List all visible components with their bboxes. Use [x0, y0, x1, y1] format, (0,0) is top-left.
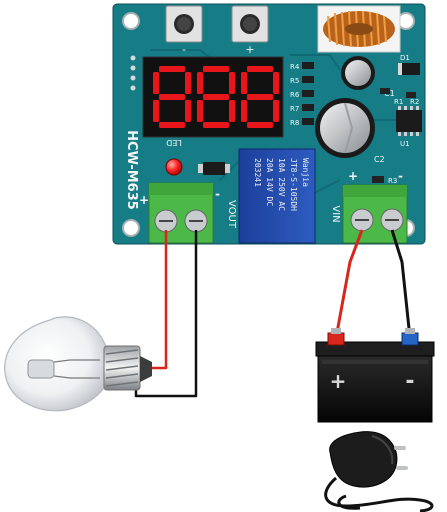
- car-battery: + -: [315, 328, 435, 423]
- relay-rating-ac: 10A 250V AC: [277, 158, 286, 211]
- large-electrolytic-capacitor: C2: [315, 98, 385, 164]
- battery-red-wire: [334, 229, 364, 339]
- segment-a: [247, 66, 273, 72]
- segment-c: [273, 100, 279, 122]
- segment-a: [203, 66, 229, 72]
- segment-b: [185, 72, 191, 94]
- vin-label: VIN: [330, 205, 341, 222]
- segment-f: [197, 72, 203, 94]
- segment-d: [203, 122, 229, 128]
- battery-plus-symbol: +: [330, 369, 347, 393]
- resistor-label: R7: [290, 105, 299, 113]
- adapter-prongs: [394, 446, 408, 470]
- battery-minus-symbol: -: [405, 369, 414, 394]
- smd-diode: D1: [398, 54, 420, 75]
- smd-resistor: [302, 76, 314, 83]
- segment-e: [197, 100, 203, 122]
- relay-rating-dc: 20A 14V DC: [265, 158, 274, 206]
- res-label-r3: R3: [388, 177, 397, 185]
- smd-resistors-right: R1 R2 R3: [372, 88, 419, 185]
- segment-f: [241, 72, 247, 94]
- vout-plus-label: +: [139, 193, 149, 207]
- smd-resistor: [302, 104, 314, 111]
- segment-d: [247, 122, 273, 128]
- resistor-label: R5: [290, 77, 299, 85]
- power-adapter: [324, 431, 434, 512]
- seven-segment-display: [142, 56, 284, 138]
- resistor-label: R6: [290, 91, 300, 99]
- vout-label: VOUT: [226, 200, 237, 229]
- battery-black-wire: [390, 229, 412, 339]
- vin-terminal-block: + - VIN: [330, 169, 408, 244]
- resistor-label: R4: [290, 63, 300, 71]
- mounting-hole: [122, 219, 140, 237]
- relay-code: 203241: [253, 158, 262, 187]
- adapter-cable: [324, 476, 434, 512]
- cap-label-c2: C2: [374, 155, 385, 164]
- mounting-hole: [122, 12, 140, 30]
- segment-b: [229, 72, 235, 94]
- vin-minus-label: -: [398, 169, 403, 183]
- smd-transistor: [198, 162, 230, 175]
- header-pins: [130, 55, 136, 91]
- smd-resistor: [302, 118, 314, 125]
- minus-button-label: -: [182, 43, 186, 56]
- display-digits: [153, 66, 279, 128]
- status-led: LED: [165, 138, 183, 176]
- res-label-r1: R1: [394, 98, 403, 106]
- segment-a: [159, 66, 185, 72]
- toroid-inductor: [317, 5, 401, 53]
- lamp-red-wire: [148, 230, 168, 370]
- minus-button[interactable]: -: [165, 5, 203, 56]
- plus-button-label: +: [245, 43, 254, 56]
- relay: Wanjia JT8-S-105DH 10A 250V AC 20A 14V D…: [238, 148, 316, 244]
- relay-brand: Wanjia: [301, 158, 310, 187]
- vin-plus-label: +: [348, 169, 358, 183]
- segment-g: [203, 94, 229, 100]
- res-label-r2: R2: [410, 98, 419, 106]
- resistor-label: R8: [290, 119, 299, 127]
- diode-label: D1: [400, 54, 410, 62]
- segment-e: [241, 100, 247, 122]
- segment-d: [159, 122, 185, 128]
- segment-c: [185, 100, 191, 122]
- board-model-label: HCW-M635: [124, 130, 139, 210]
- segment-f: [153, 72, 159, 94]
- battery-positive-terminal: [327, 328, 345, 346]
- segment-c: [229, 100, 235, 122]
- segment-b: [273, 72, 279, 94]
- segment-g: [159, 94, 185, 100]
- battery-negative-terminal: [401, 328, 419, 346]
- segment-e: [153, 100, 159, 122]
- light-bulb: [4, 316, 152, 412]
- led-label: LED: [166, 138, 182, 147]
- smd-ic: U1: [396, 106, 422, 148]
- segment-g: [247, 94, 273, 100]
- ic-label: U1: [400, 140, 410, 148]
- relay-model: JT8-S-105DH: [289, 158, 298, 211]
- vout-minus-label: -: [215, 187, 220, 201]
- smd-resistor: [302, 90, 314, 97]
- smd-resistor: [302, 62, 314, 69]
- plus-button[interactable]: +: [231, 5, 269, 56]
